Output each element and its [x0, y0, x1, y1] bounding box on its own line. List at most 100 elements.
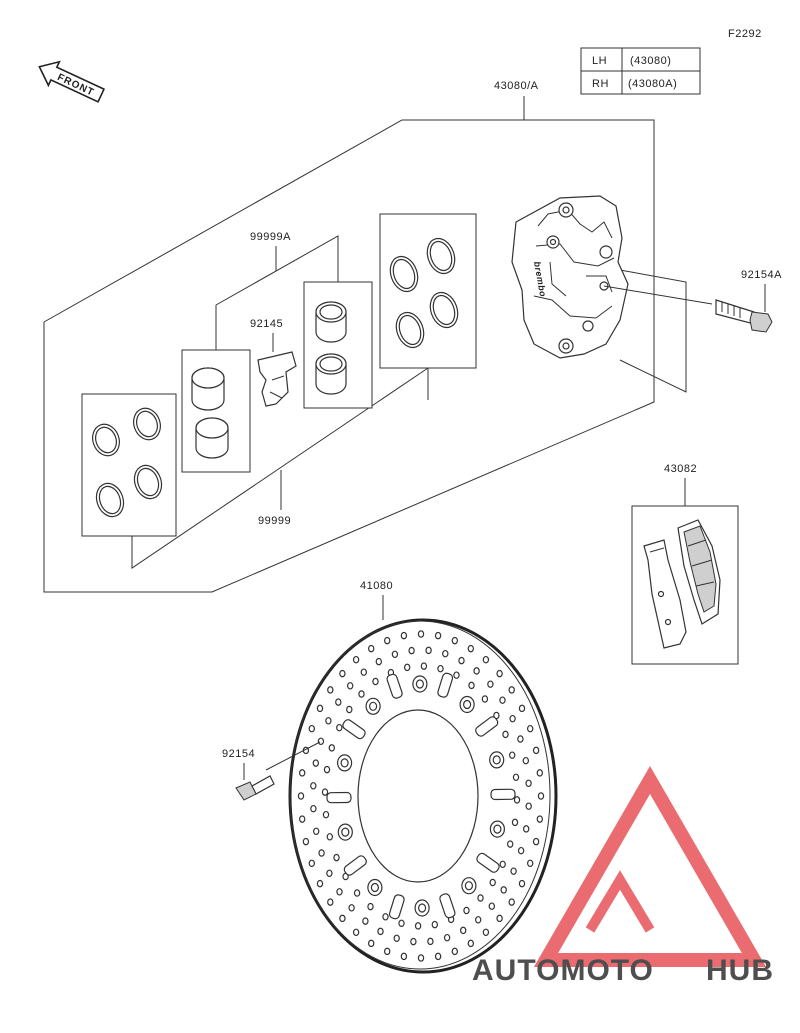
vent-hole [431, 920, 438, 929]
vent-hole [508, 686, 515, 694]
vent-hole [513, 796, 521, 804]
brake-pads: 43082 [631, 463, 739, 665]
vent-hole [509, 751, 516, 759]
side-table-rh-code: (43080A) [628, 78, 677, 90]
vent-hole [308, 724, 315, 733]
vent-hole [475, 916, 482, 924]
vent-hole [346, 705, 353, 714]
vent-hole [488, 902, 495, 910]
vent-hole [328, 744, 335, 752]
vent-hole [489, 878, 496, 887]
vent-hole [339, 669, 346, 678]
watermark-text-part1: AUTOMOTO [472, 954, 654, 987]
vent-hole [427, 937, 434, 946]
floating-rivet [367, 878, 383, 897]
vent-hole [325, 717, 332, 725]
carrier-slot [476, 852, 500, 873]
vent-hole [518, 879, 526, 888]
vent-hole [425, 646, 432, 655]
floating-rivet [365, 697, 381, 715]
vent-hole [511, 818, 519, 827]
vent-hole [434, 952, 442, 961]
vent-hole [496, 914, 503, 923]
label-caliper-assembly: 43080/A [494, 80, 539, 92]
floating-rivet [414, 899, 430, 917]
label-pad-spring: 92145 [250, 318, 283, 330]
vent-hole [487, 680, 494, 688]
vent-hole [367, 902, 374, 911]
vent-hole [500, 886, 507, 894]
vent-hole [404, 663, 411, 672]
vent-hole [482, 928, 490, 937]
vent-hole [336, 888, 343, 896]
vent-hole [523, 825, 530, 833]
vent-hole [536, 769, 544, 777]
vent-hole [414, 922, 422, 930]
carrier-slot [326, 791, 352, 804]
vent-hole [417, 630, 425, 638]
vent-hole [313, 827, 320, 836]
floating-rivet [489, 820, 505, 838]
vent-hole [527, 859, 534, 868]
vent-hole [321, 788, 329, 796]
vent-hole [451, 947, 458, 956]
side-table-lh-code: (43080) [630, 55, 671, 67]
disc-floating-rivets [326, 672, 516, 920]
vent-hole [467, 644, 474, 653]
vent-hole [358, 690, 365, 698]
carrier-slot [439, 893, 456, 919]
caliper-bolt: 92154A [603, 269, 782, 333]
vent-hole [463, 906, 470, 915]
vent-hole [318, 849, 325, 857]
vent-hole [537, 792, 545, 800]
vent-hole [352, 655, 360, 664]
vent-hole [473, 667, 480, 675]
vent-hole [453, 671, 460, 679]
vent-hole [420, 662, 428, 670]
vent-hole [326, 869, 333, 878]
vent-hole [499, 860, 506, 869]
vent-hole [323, 765, 331, 774]
floating-rivet [459, 695, 475, 714]
brake-disc: 41080 [288, 580, 558, 974]
carrier-slot [490, 788, 516, 801]
pad-spring: 92145 [250, 318, 297, 407]
vent-hole [310, 804, 317, 813]
vent-hole [443, 933, 451, 942]
side-table-lh-label: LH [592, 55, 607, 67]
label-piston-kit-a: 99999A [250, 231, 291, 243]
floating-rivet [461, 877, 477, 895]
vent-hole [525, 779, 532, 788]
carrier-slot [388, 894, 405, 920]
vent-hole [532, 837, 540, 846]
vent-hole [382, 913, 389, 921]
vent-hole [336, 723, 343, 732]
vent-hole [308, 859, 315, 868]
vent-hole [410, 937, 417, 946]
vent-hole [460, 926, 467, 935]
vent-hole [393, 934, 400, 943]
watermark-text-part2: HUB [706, 954, 774, 987]
vent-hole [532, 746, 540, 755]
vent-hole [458, 656, 465, 665]
carrier-slot [437, 672, 454, 698]
vent-hole [417, 954, 425, 962]
vent-hole [339, 914, 346, 923]
vent-hole [517, 735, 524, 743]
vent-hole [522, 756, 530, 765]
vent-hole [525, 802, 532, 810]
vent-hole [372, 677, 379, 686]
vent-hole [327, 898, 334, 906]
vent-hole [509, 714, 516, 723]
vent-hole [434, 631, 442, 640]
disc-bolt: 92154 [222, 741, 321, 801]
vent-hole [508, 898, 515, 906]
floating-rivet [337, 823, 353, 841]
vent-hole [499, 696, 506, 704]
label-seal-kit: 99999 [258, 515, 291, 527]
vent-hole [408, 646, 415, 655]
label-brake-pads: 43082 [664, 463, 697, 475]
vent-hole [362, 917, 369, 925]
vent-hole [299, 769, 306, 777]
